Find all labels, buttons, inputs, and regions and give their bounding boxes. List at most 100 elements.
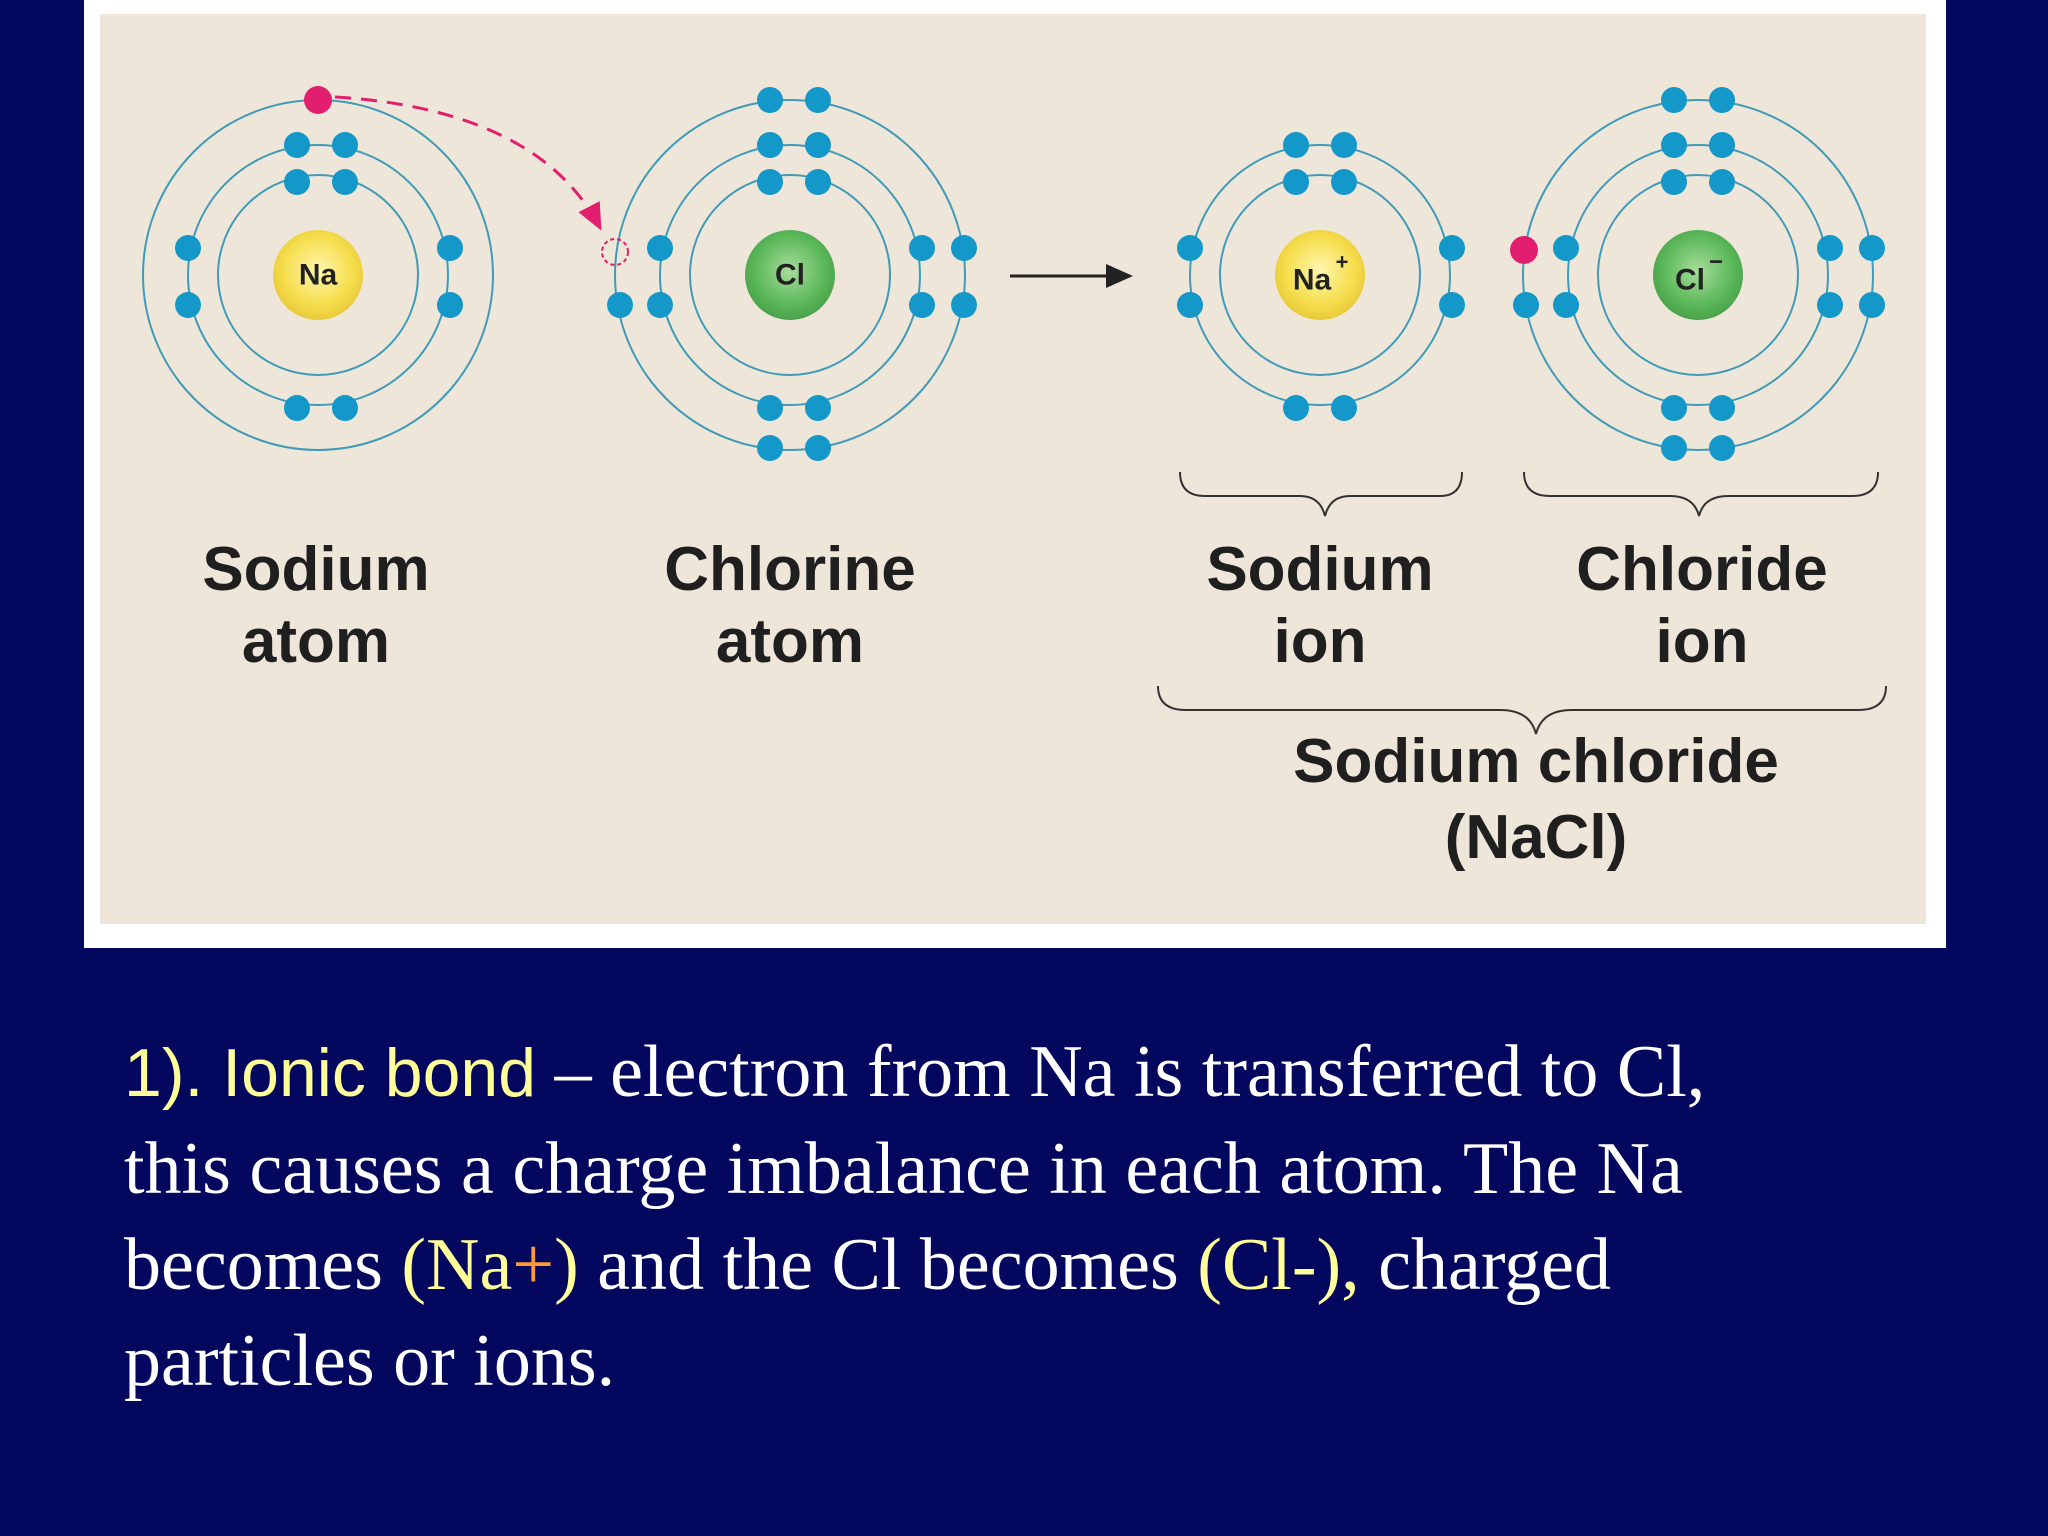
electron: [1661, 132, 1687, 158]
caption-line-3-middle: and the Cl becomes: [578, 1224, 1198, 1306]
electron: [1283, 395, 1309, 421]
chloride-ion-nucleus: [1653, 230, 1743, 320]
electron-transfer-arrow: [334, 95, 602, 231]
electron: [805, 435, 831, 461]
electron: [1439, 235, 1465, 261]
orbit-middle: [1567, 144, 1829, 406]
caption: 1). Ionic bond – electron from Na is tra…: [124, 1024, 1964, 1409]
electron: [1331, 169, 1357, 195]
electrons: [175, 132, 463, 421]
electron: [437, 292, 463, 318]
gained-electron: [1510, 236, 1538, 264]
chlorine-atom-label-line1: Chlorine: [664, 535, 915, 604]
chloride-ion: Cl −: [1510, 87, 1885, 461]
orbit-middle: [659, 144, 921, 406]
electron: [1331, 395, 1357, 421]
electron: [805, 395, 831, 421]
orbit-inner: [1219, 174, 1421, 376]
nucleus-label: Cl: [1675, 264, 1705, 297]
electron: [757, 435, 783, 461]
electron: [1859, 235, 1885, 261]
chlorine-atom: Cl: [601, 87, 977, 461]
cl-ion: (Cl-),: [1197, 1224, 1360, 1306]
electron: [437, 235, 463, 261]
sodium-ion-label-line2: ion: [1274, 607, 1367, 676]
electron: [805, 132, 831, 158]
electron: [757, 169, 783, 195]
caption-line-1: 1). Ionic bond – electron from Na is tra…: [124, 1024, 1964, 1121]
sodium-atom-label-line2: atom: [242, 607, 390, 676]
electron: [1859, 292, 1885, 318]
caption-line-3-start: becomes: [124, 1224, 402, 1306]
electron: [757, 395, 783, 421]
caption-line-4: particles or ions.: [124, 1320, 616, 1402]
electron: [175, 292, 201, 318]
nucleus-label: Na: [1293, 264, 1332, 297]
chloride-ion-brace: [1523, 471, 1879, 517]
electron: [1709, 169, 1735, 195]
electron: [332, 169, 358, 195]
electron: [607, 292, 633, 318]
electron: [284, 132, 310, 158]
electron: [1513, 292, 1539, 318]
electron: [1817, 292, 1843, 318]
electron: [1661, 87, 1687, 113]
sodium-chloride-formula: (NaCl): [1445, 803, 1628, 872]
electron: [1553, 292, 1579, 318]
chloride-ion-label-line1: Chloride: [1576, 535, 1827, 604]
electron: [1709, 395, 1735, 421]
electron: [909, 292, 935, 318]
electron: [647, 292, 673, 318]
electron: [1177, 235, 1203, 261]
electrons: [607, 87, 977, 461]
electron: [175, 235, 201, 261]
valence-electron: [304, 86, 332, 114]
electron: [951, 235, 977, 261]
electron: [1283, 132, 1309, 158]
orbit-middle: [1189, 144, 1451, 406]
na-ion-plus: +: [512, 1224, 555, 1306]
sodium-chloride-brace: [1157, 685, 1887, 735]
charge-label: −: [1709, 249, 1723, 276]
electron: [805, 87, 831, 113]
electron: [1661, 395, 1687, 421]
electron: [1439, 292, 1465, 318]
nucleus-label: Cl: [775, 259, 805, 292]
na-ion-open: (Na: [401, 1224, 513, 1306]
electron: [1709, 132, 1735, 158]
nucleus-label: Na: [299, 259, 338, 292]
electron: [757, 132, 783, 158]
chlorine-nucleus: [745, 230, 835, 320]
caption-line-3-end: charged: [1359, 1224, 1611, 1306]
figure-panel: [100, 14, 1926, 924]
sodium-nucleus: [273, 230, 363, 320]
electron: [1709, 87, 1735, 113]
caption-line-2: this causes a charge imbalance in each a…: [124, 1128, 1683, 1210]
sodium-ion: Na +: [1177, 132, 1465, 421]
orbit-inner: [217, 174, 419, 376]
caption-line-3: becomes (Na+) and the Cl becomes (Cl-), …: [124, 1217, 1964, 1313]
chloride-ion-label-line2: ion: [1656, 607, 1749, 676]
electron: [1177, 292, 1203, 318]
caption-number: 1).: [124, 1035, 223, 1111]
orbit-outer: [614, 99, 966, 451]
electron: [757, 87, 783, 113]
electron: [284, 169, 310, 195]
electron: [1661, 169, 1687, 195]
electrons: [1513, 87, 1885, 461]
sodium-atom: Na: [142, 86, 494, 451]
electron: [332, 132, 358, 158]
orbit-middle: [187, 144, 449, 406]
electrons: [1177, 132, 1465, 421]
sodium-chloride-label: Sodium chloride: [1293, 727, 1779, 796]
electron: [284, 395, 310, 421]
caption-term: Ionic bond: [222, 1035, 537, 1111]
sodium-atom-label-line1: Sodium: [202, 535, 429, 604]
orbit-inner: [1597, 174, 1799, 376]
electron: [1661, 435, 1687, 461]
electron: [951, 292, 977, 318]
na-ion-close: ): [554, 1224, 579, 1306]
orbit-inner: [689, 174, 891, 376]
sodium-ion-nucleus: [1275, 230, 1365, 320]
